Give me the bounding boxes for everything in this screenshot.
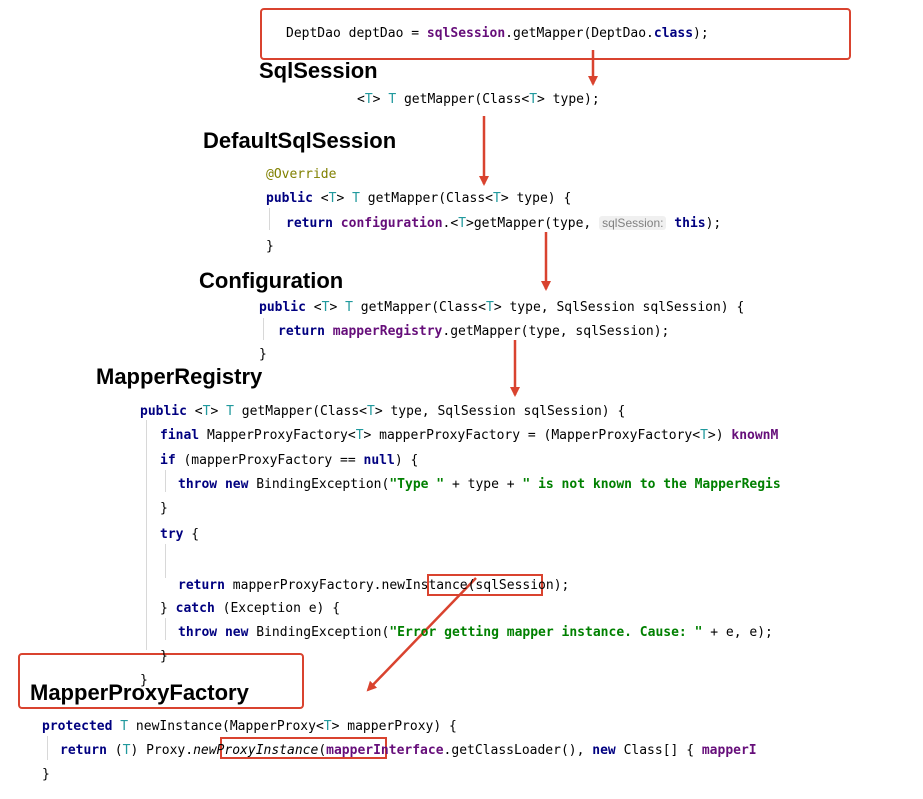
mapperregistry-line-7: return mapperProxyFactory.newInstance(sq… [178,578,570,593]
highlight-newproxyinstance [220,737,387,759]
configuration-close: } [259,347,267,362]
mapperregistry-line-5: } [160,501,168,516]
highlight-mapperproxyfactory-title [18,653,304,709]
configuration-return: return mapperRegistry.getMapper(type, sq… [278,324,670,339]
configuration-signature: public <T> T getMapper(Class<T> type, Sq… [259,300,745,315]
mapperregistry-line-11: } [140,673,148,688]
mapperregistry-line-3: if (mapperProxyFactory == null) { [160,453,419,468]
indent-guide [146,420,147,650]
defaultsqlsession-signature: public <T> T getMapper(Class<T> type) { [266,191,572,206]
title-configuration: Configuration [199,268,344,293]
parameter-hint: sqlSession: [599,216,667,230]
title-sqlsession: SqlSession [259,58,378,83]
highlight-top-line [260,8,851,60]
arrow-5 [366,577,477,692]
indent-guide [269,208,270,230]
indent-guide [165,544,166,578]
top-code-line: DeptDao deptDao = sqlSession.getMapper(D… [286,26,709,41]
override-annotation: @Override [266,167,337,182]
indent-guide [165,618,166,640]
highlight-newinstance [427,574,543,596]
defaultsqlsession-close: } [266,239,274,254]
title-mapperregistry: MapperRegistry [96,364,263,389]
mapperproxyfactory-return: return (T) Proxy.newProxyInstance(mapper… [60,743,757,758]
mapperregistry-line-4: throw new BindingException("Type " + typ… [178,477,781,492]
mapperregistry-signature: public <T> T getMapper(Class<T> type, Sq… [140,404,626,419]
defaultsqlsession-return: return configuration.<T>getMapper(type, … [286,216,722,231]
mapperregistry-line-9: throw new BindingException("Error gettin… [178,625,773,640]
mapperregistry-line-8: } catch (Exception e) { [160,601,341,616]
indent-guide [165,470,166,492]
mapperproxyfactory-close: } [42,767,50,782]
indent-guide [47,736,48,760]
mapperregistry-line-2: final MapperProxyFactory<T> mapperProxyF… [160,428,779,443]
mapperregistry-line-6: try { [160,527,200,542]
title-mapperproxyfactory: MapperProxyFactory [30,680,249,705]
mapperproxyfactory-signature: protected T newInstance(MapperProxy<T> m… [42,719,457,734]
title-defaultsqlsession: DefaultSqlSession [203,128,397,153]
mapperregistry-line-10: } [160,649,168,664]
sqlsession-code: <T> T getMapper(Class<T> type); [357,92,600,107]
indent-guide [263,318,264,340]
